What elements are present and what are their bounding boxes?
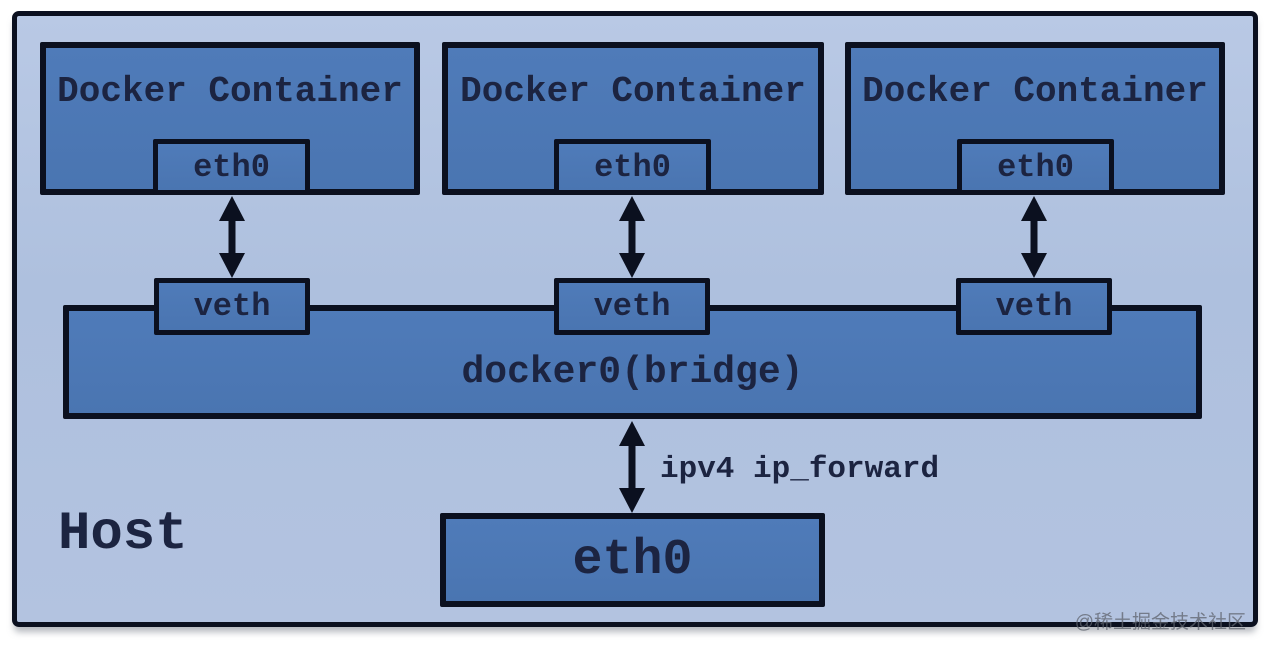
host-eth0-box: eth0	[440, 513, 825, 607]
docker-container-label: Docker Container	[862, 71, 1208, 112]
container-eth0-box-3: eth0	[957, 139, 1114, 195]
docker-container-label: Docker Container	[57, 71, 403, 112]
eth0-label: eth0	[193, 148, 270, 186]
host-eth0-label: eth0	[572, 531, 693, 589]
docker-container-label: Docker Container	[460, 71, 806, 112]
watermark: @稀土掘金技术社区	[1074, 612, 1246, 633]
arrow-eth0-veth-3-icon	[1021, 196, 1047, 278]
eth0-label: eth0	[997, 148, 1074, 186]
ip-forward-label: ipv4 ip_forward	[660, 452, 940, 487]
bridge-label: docker0(bridge)	[461, 351, 804, 394]
veth-box-1: veth	[154, 278, 310, 335]
veth-label: veth	[193, 288, 271, 325]
container-eth0-box-2: eth0	[554, 139, 711, 195]
arrow-eth0-veth-2-icon	[619, 196, 645, 278]
arrow-eth0-veth-1-icon	[219, 196, 245, 278]
arrow-bridge-eth0-icon	[619, 421, 645, 513]
eth0-label: eth0	[594, 148, 671, 186]
host-label: Host	[58, 504, 188, 565]
veth-box-2: veth	[554, 278, 710, 335]
veth-label: veth	[593, 288, 671, 325]
veth-label: veth	[995, 288, 1073, 325]
veth-box-3: veth	[956, 278, 1112, 335]
container-eth0-box-1: eth0	[153, 139, 310, 195]
